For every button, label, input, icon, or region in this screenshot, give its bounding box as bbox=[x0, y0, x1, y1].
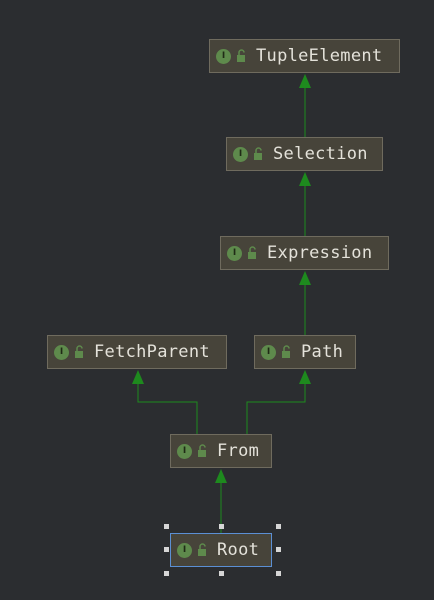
lock-icon bbox=[198, 444, 206, 457]
arrowhead bbox=[299, 74, 311, 88]
edge-path-to-expression bbox=[299, 271, 311, 335]
node-label: TupleElement bbox=[256, 46, 383, 66]
interface-icon: I bbox=[54, 344, 69, 360]
resize-handle-bottom-left[interactable] bbox=[164, 571, 169, 576]
node-label: Root bbox=[217, 540, 260, 560]
interface-icon: I bbox=[227, 245, 242, 261]
resize-handle-left[interactable] bbox=[164, 547, 169, 552]
node-label: Expression bbox=[267, 243, 373, 263]
edge-from-to-fetch-parent bbox=[132, 370, 198, 434]
interface-icon: I bbox=[233, 146, 248, 162]
arrowhead bbox=[299, 370, 311, 384]
node-label: FetchParent bbox=[94, 342, 210, 362]
lock-icon bbox=[248, 246, 256, 259]
edge-expression-to-selection bbox=[299, 172, 311, 236]
resize-handle-bottom-right[interactable] bbox=[276, 571, 281, 576]
interface-icon: I bbox=[177, 542, 192, 558]
resize-handle-right[interactable] bbox=[276, 547, 281, 552]
interface-icon: I bbox=[216, 48, 231, 64]
node-tuple-element[interactable]: I TupleElement bbox=[209, 39, 400, 73]
arrowhead bbox=[299, 172, 311, 186]
resize-handle-top-left[interactable] bbox=[164, 524, 169, 529]
node-label: From bbox=[217, 441, 260, 461]
resize-handle-bottom[interactable] bbox=[219, 571, 224, 576]
arrowhead bbox=[299, 271, 311, 285]
lock-icon bbox=[254, 147, 262, 160]
node-from[interactable]: I From bbox=[170, 434, 272, 468]
node-path[interactable]: I Path bbox=[254, 335, 356, 369]
edge-selection-to-tuple-element bbox=[299, 74, 311, 137]
node-selection[interactable]: I Selection bbox=[226, 137, 383, 171]
interface-icon: I bbox=[261, 344, 276, 360]
node-label: Path bbox=[301, 342, 344, 362]
arrowhead bbox=[215, 469, 227, 483]
node-fetch-parent[interactable]: I FetchParent bbox=[47, 335, 227, 369]
resize-handle-top[interactable] bbox=[219, 524, 224, 529]
node-root[interactable]: I Root bbox=[170, 533, 272, 567]
lock-icon bbox=[198, 543, 206, 556]
node-expression[interactable]: I Expression bbox=[220, 236, 389, 270]
arrowhead bbox=[132, 370, 144, 384]
lock-icon bbox=[282, 345, 290, 358]
node-label: Selection bbox=[273, 144, 368, 164]
lock-icon bbox=[237, 49, 245, 62]
lock-icon bbox=[75, 345, 83, 358]
edge-from-to-path bbox=[246, 370, 311, 434]
resize-handle-top-right[interactable] bbox=[276, 524, 281, 529]
interface-icon: I bbox=[177, 443, 192, 459]
